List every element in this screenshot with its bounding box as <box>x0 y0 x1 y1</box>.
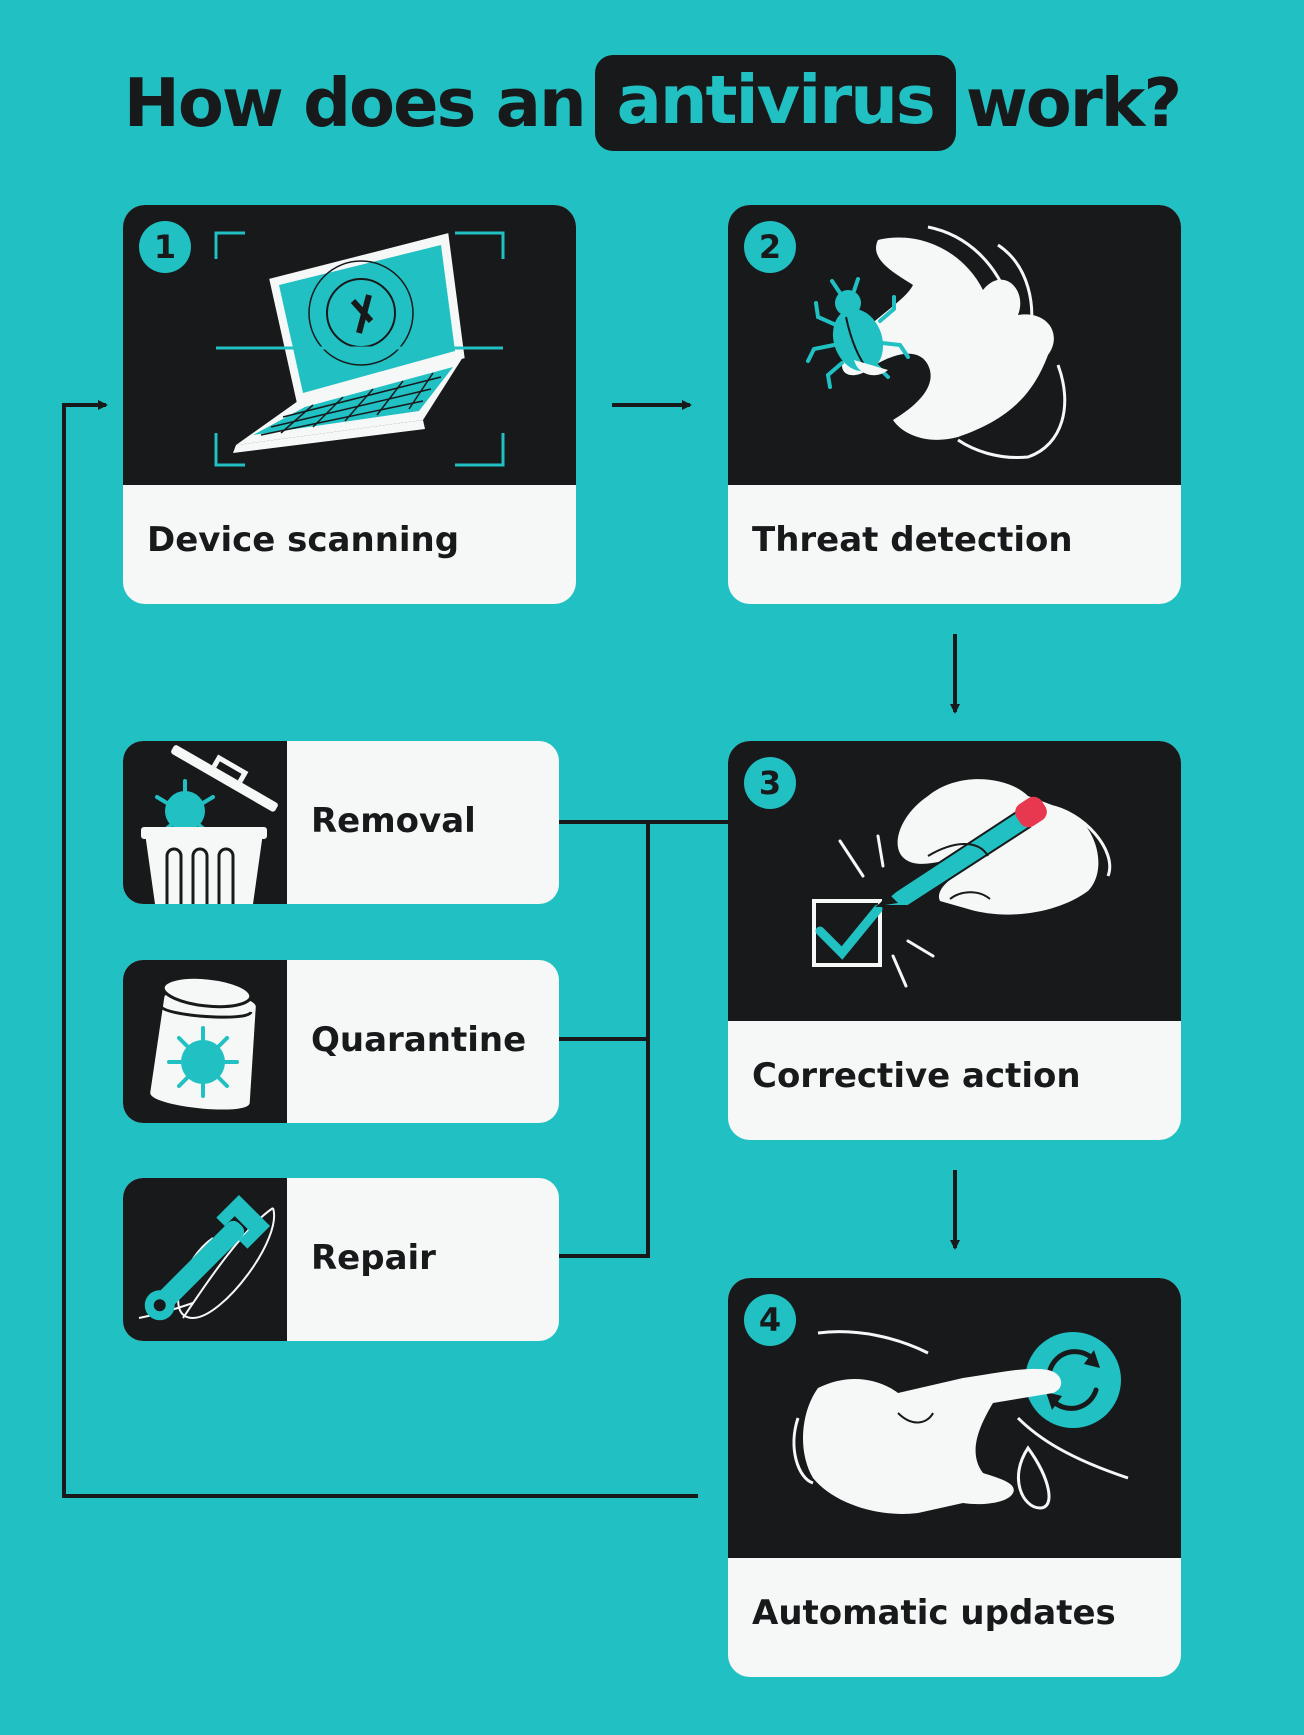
hand-update-icon <box>792 1330 1129 1514</box>
action-card-quarantine: Quarantine <box>123 960 559 1123</box>
step-1-label: Device scanning <box>147 520 460 560</box>
action-card-removal: Removal <box>123 741 559 904</box>
hand-checkmark-icon <box>812 779 1112 988</box>
step-2-illustration: 2 <box>728 205 1181 485</box>
step-3-number: 3 <box>744 757 796 809</box>
action-card-repair: Repair <box>123 1178 559 1341</box>
hand-holding-bug-icon <box>806 225 1067 460</box>
step-2-label: Threat detection <box>752 520 1073 560</box>
removal-label: Removal <box>311 801 476 841</box>
step-1-illustration: 1 <box>123 205 576 485</box>
repair-label: Repair <box>311 1238 436 1278</box>
title-after: work? <box>965 64 1182 142</box>
step-4-number: 4 <box>744 1294 796 1346</box>
repair-illustration <box>123 1178 287 1341</box>
quarantine-illustration <box>123 960 287 1123</box>
step-card-device-scanning: 1 Device scanning <box>123 205 576 604</box>
step-3-label: Corrective action <box>752 1056 1081 1096</box>
step-1-number: 1 <box>139 221 191 273</box>
trash-virus-icon <box>141 745 278 904</box>
wrench-icon <box>138 1194 276 1321</box>
removal-illustration <box>123 741 287 904</box>
title-before: How does an <box>123 64 587 142</box>
step-4-label: Automatic updates <box>752 1593 1116 1633</box>
step-2-number: 2 <box>744 221 796 273</box>
step-card-threat-detection: 2 Threat detection <box>728 205 1181 604</box>
step-card-corrective-action: 3 Corrective action <box>728 741 1181 1140</box>
jar-virus-icon <box>150 975 256 1110</box>
laptop-scan-icon <box>214 231 505 467</box>
step-4-illustration: 4 <box>728 1278 1181 1558</box>
step-card-automatic-updates: 4 Automatic updates <box>728 1278 1181 1677</box>
title-highlight: antivirus <box>594 55 956 151</box>
step-3-illustration: 3 <box>728 741 1181 1021</box>
loop-4-to-1 <box>62 400 698 1498</box>
quarantine-label: Quarantine <box>311 1020 527 1060</box>
